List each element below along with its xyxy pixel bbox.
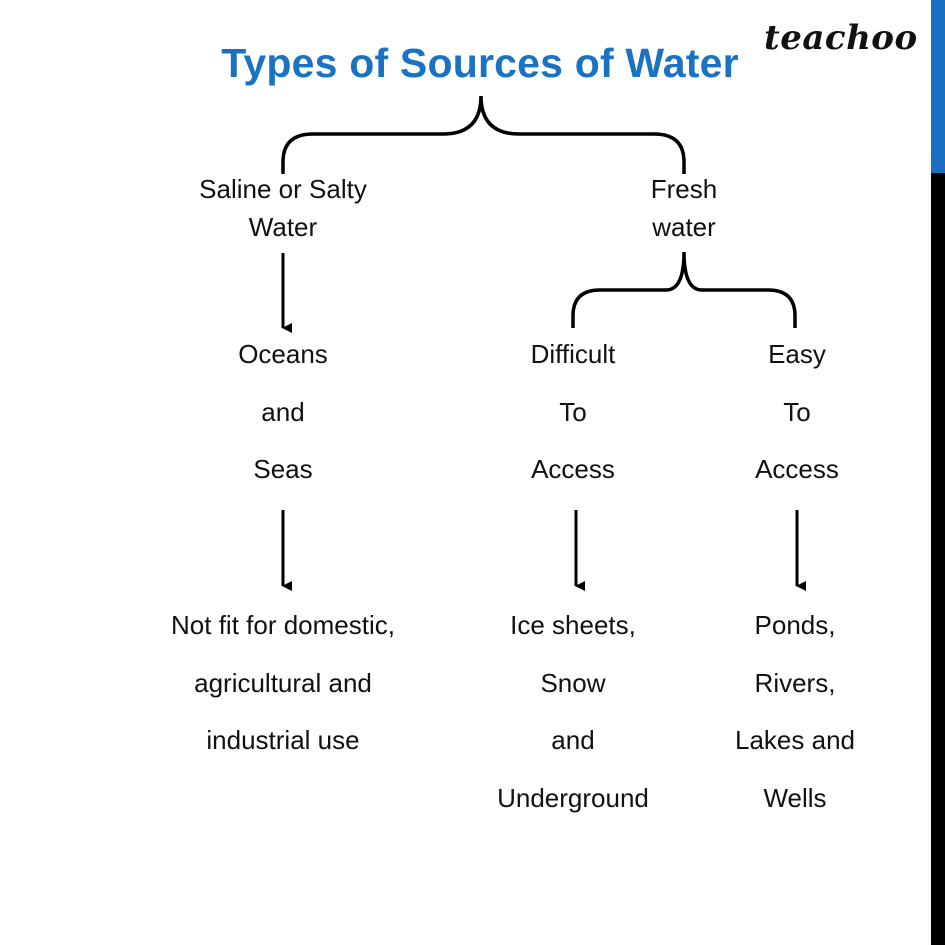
node-ponds-rivers-lakes-wells: Ponds, Rivers, Lakes and Wells xyxy=(735,610,855,813)
right-edge-accent xyxy=(931,0,945,173)
node-not-fit-use: Not fit for domestic, agricultural and i… xyxy=(171,610,395,755)
node-easy-to-access: Easy To Access xyxy=(755,339,839,484)
node-fresh-water: Fresh water xyxy=(650,174,718,242)
teachoo-logo: teachoo xyxy=(764,18,918,58)
node-ice-snow-underground: Ice sheets, Snow and Underground xyxy=(497,610,649,813)
node-oceans-and-seas: Oceans and Seas xyxy=(238,339,328,484)
fresh-water-brace xyxy=(571,251,797,328)
top-brace xyxy=(281,95,686,174)
node-difficult-to-access: Difficult To Access xyxy=(530,339,616,484)
diagram-title: Types of Sources of Water xyxy=(221,40,739,86)
node-saline-water: Saline or Salty Water xyxy=(199,174,367,242)
right-edge-bar xyxy=(931,0,945,945)
